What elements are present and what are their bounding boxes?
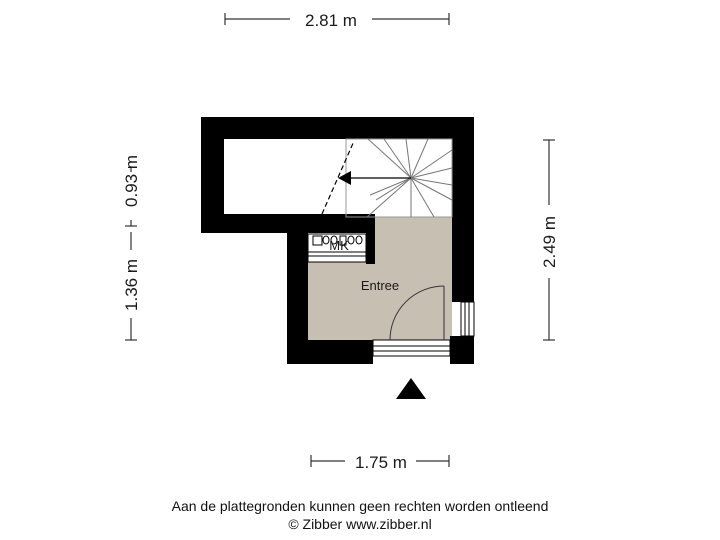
dimension-bottom xyxy=(310,455,450,467)
dimension-bottom-label: 1.75 m xyxy=(355,453,407,472)
entrance-arrow-icon xyxy=(396,378,426,399)
door-swing xyxy=(389,285,445,341)
dimension-top xyxy=(224,13,450,25)
entree-label: Entree xyxy=(361,278,399,293)
copyright-text: © Zibber www.zibber.nl xyxy=(288,516,432,532)
side-window xyxy=(460,301,475,337)
meter-cupboard-label: MK xyxy=(329,238,349,253)
dimension-left-lower xyxy=(125,232,137,341)
stair-cut-line xyxy=(321,140,355,215)
stair-arrow-icon xyxy=(338,171,411,185)
dimension-left-upper xyxy=(125,168,137,227)
dimension-right xyxy=(543,139,555,341)
front-door-frame xyxy=(372,339,451,357)
dimension-right-label: 2.49 m xyxy=(540,216,559,268)
disclaimer-text: Aan de plattegronden kunnen geen rechten… xyxy=(171,498,549,514)
dimension-top-label: 2.81 m xyxy=(305,11,357,30)
meter-icons xyxy=(312,235,363,246)
dimension-left-lower-label: 1.36 m xyxy=(122,259,141,311)
walls xyxy=(201,117,474,364)
dimension-left-upper-label: 0.93 m xyxy=(122,155,141,207)
